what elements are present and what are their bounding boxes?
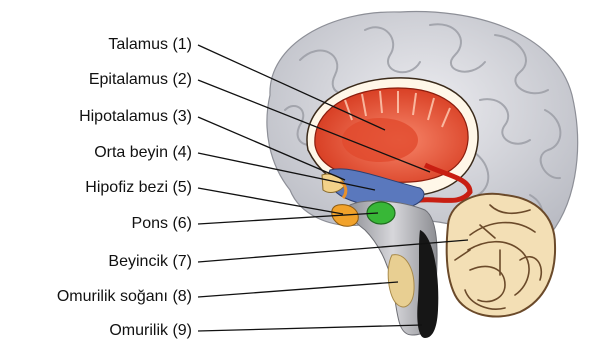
label-omurilik-sogani: Omurilik soğanı (8) xyxy=(57,288,192,306)
label-orta-beyin: Orta beyin (4) xyxy=(94,144,192,162)
label-beyincik: Beyincik (7) xyxy=(108,253,192,271)
label-omurilik: Omurilik (9) xyxy=(109,322,192,340)
label-pons: Pons (6) xyxy=(132,215,192,233)
leader-8 xyxy=(198,282,398,297)
label-epitalamus: Epitalamus (2) xyxy=(89,71,192,89)
cerebellum xyxy=(447,194,555,317)
label-hipofiz-bezi: Hipofiz bezi (5) xyxy=(85,179,192,197)
label-talamus: Talamus (1) xyxy=(108,36,192,54)
label-hipotalamus: Hipotalamus (3) xyxy=(79,108,192,126)
leader-9 xyxy=(198,325,422,331)
